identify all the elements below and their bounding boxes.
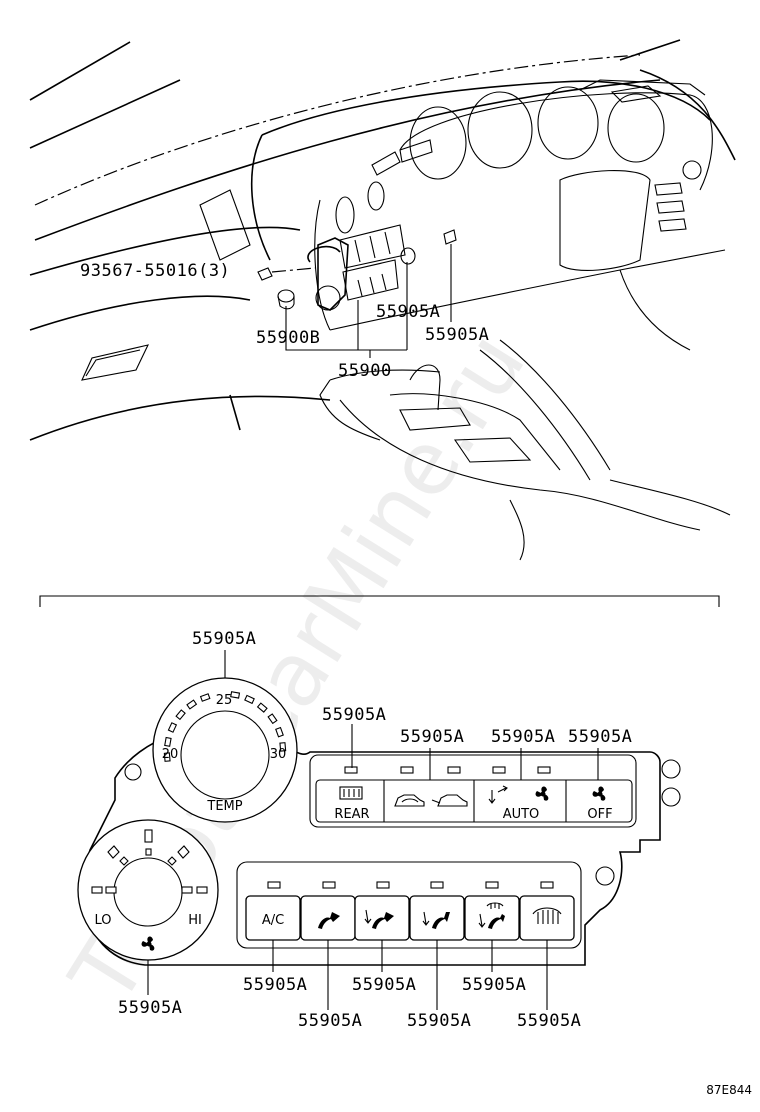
bottom-row-leaders	[272, 940, 548, 1010]
temp-tick-mark	[186, 699, 198, 710]
temp-tick-mark	[199, 693, 211, 702]
rear-defrost-button[interactable]: REAR	[334, 786, 370, 822]
auto-arrows-icon	[488, 785, 508, 804]
callout-foot-defrost: 55905A	[462, 975, 526, 995]
callout-ac: 55905A	[243, 975, 307, 995]
temp-tick-mark	[279, 742, 287, 752]
recirculate-car-icon	[394, 794, 425, 807]
rear-label: REAR	[334, 807, 369, 822]
upper-leaders	[285, 244, 452, 358]
ac-label: A/C	[262, 913, 284, 928]
temp-tick-25: 25	[216, 693, 233, 708]
auto-button[interactable]: AUTO	[488, 785, 549, 822]
auto-label: AUTO	[503, 807, 540, 822]
face-vent-icon	[318, 912, 340, 929]
temp-knob[interactable]: 25 20 30 TEMP	[152, 677, 298, 823]
windshield-defrost-button[interactable]	[519, 895, 575, 941]
off-label: OFF	[587, 807, 612, 822]
foot-defrost-button[interactable]	[464, 895, 520, 941]
callout-rear: 55905A	[322, 705, 386, 725]
temp-tick-mark	[275, 726, 284, 738]
bi-level-icon	[364, 909, 394, 929]
callout-knob-left: 55900B	[256, 328, 320, 348]
callout-off: 55905A	[568, 727, 632, 747]
callout-button: 55905A	[425, 325, 489, 345]
callout-auto: 55905A	[491, 727, 555, 747]
fan-icon	[141, 936, 155, 951]
callout-knob-right: 55905A	[376, 302, 440, 322]
rear-defrost-icon	[339, 786, 363, 800]
top-button-row	[309, 754, 637, 828]
callout-assembly: 55900	[338, 361, 392, 381]
callout-bi-level: 55905A	[352, 975, 416, 995]
fresh-air-button[interactable]	[431, 794, 468, 807]
foot-button[interactable]	[409, 895, 465, 941]
temp-tick-mark	[230, 691, 241, 699]
windshield-defrost-icon	[532, 907, 562, 924]
top-row-leaders	[351, 724, 599, 780]
callout-recirc: 55905A	[400, 727, 464, 747]
bottom-button-row	[236, 861, 582, 949]
foot-defrost-icon	[478, 902, 505, 929]
ac-button[interactable]: A/C	[245, 895, 301, 941]
off-button[interactable]: OFF	[587, 786, 613, 822]
fan-speed-knob[interactable]: LO HI	[77, 819, 219, 961]
temp-tick-mark	[175, 709, 186, 721]
fan-icon	[592, 786, 606, 801]
temp-tick-30: 30	[270, 747, 287, 762]
fresh-air-car-icon	[431, 794, 468, 807]
recirculate-button[interactable]	[394, 794, 425, 807]
section-bracket	[39, 595, 720, 607]
callout-windshield-defrost: 55905A	[517, 1011, 581, 1031]
temp-tick-mark	[244, 694, 255, 705]
temp-tick-mark	[167, 722, 178, 733]
temp-tick-mark	[256, 702, 268, 713]
figure-code: 87E844	[706, 1083, 752, 1097]
fan-high-label: HI	[188, 913, 202, 928]
foot-icon	[422, 911, 450, 929]
dashboard-illustration	[29, 39, 736, 561]
temp-caption: TEMP	[206, 799, 242, 814]
callout-foot: 55905A	[407, 1011, 471, 1031]
callout-fan-knob: 55905A	[118, 998, 182, 1018]
fan-icon	[535, 786, 549, 801]
temp-tick-mark	[267, 713, 278, 725]
callout-temp-knob: 55905A	[192, 629, 256, 649]
callout-face-vent: 55905A	[298, 1011, 362, 1031]
callout-bolt: 93567-55016(3)	[80, 261, 230, 281]
face-vent-button[interactable]	[300, 895, 356, 941]
fan-low-label: LO	[94, 913, 111, 928]
temp-tick-mark	[164, 736, 172, 747]
temp-tick-mark	[163, 752, 171, 762]
temp-tick-20: 20	[162, 747, 179, 762]
bi-level-button[interactable]	[354, 895, 410, 941]
